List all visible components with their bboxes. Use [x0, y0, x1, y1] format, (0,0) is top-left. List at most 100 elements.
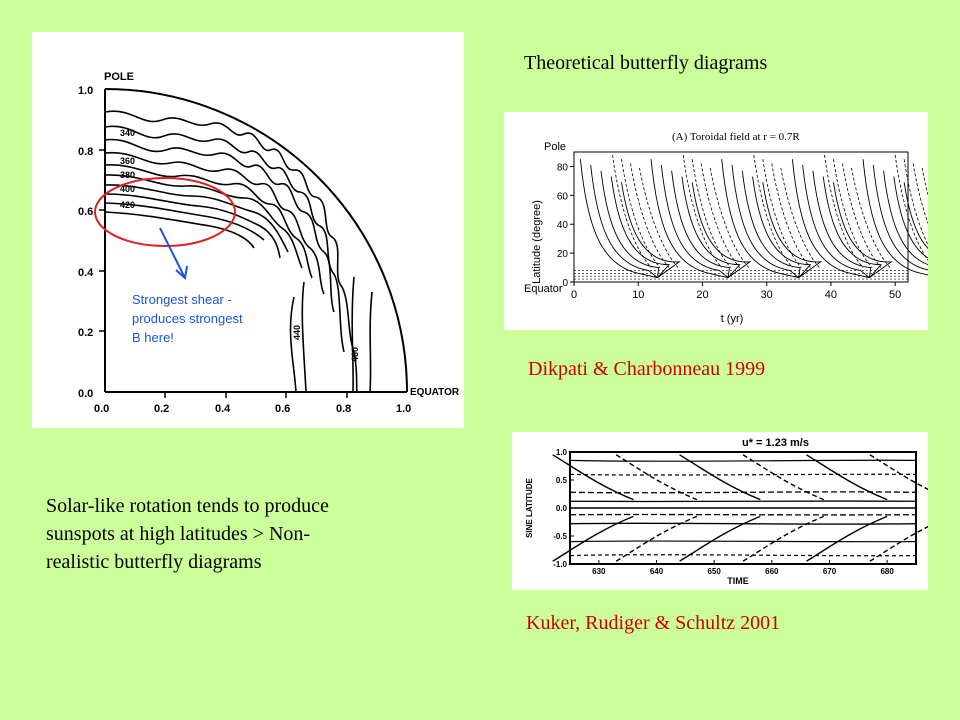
contour-solid [600, 170, 660, 278]
y-axis-label: Latitude (degree) [531, 200, 543, 284]
x-tick-label: 1.0 [396, 403, 411, 415]
contour-dashed [912, 163, 928, 225]
contour-label: 380 [120, 170, 135, 180]
y-ticks: 1.0 0.5 0.0 -0.5 -1.0 [553, 448, 574, 569]
y-tick-label: 80 [557, 162, 569, 173]
annotation-line: Strongest shear - [132, 292, 232, 307]
right-title: Theoretical butterfly diagrams [524, 52, 768, 74]
contour-line [869, 454, 928, 491]
y-tick-label: 0.5 [556, 476, 568, 485]
contour-line [569, 554, 917, 557]
y-axis-label: SINE LATITUDE [525, 477, 534, 538]
contour-solid [621, 182, 681, 279]
contour-line [569, 459, 917, 462]
contour-solid [862, 159, 928, 276]
y-tick-label: 0.2 [78, 327, 93, 339]
x-tick-label: 650 [707, 567, 721, 576]
contour-solid [671, 170, 730, 278]
contour-solid [883, 170, 928, 265]
y-tick-label: -0.5 [553, 532, 567, 541]
contour-dashed [682, 154, 723, 268]
contour-line [869, 525, 928, 562]
annotation-text: Strongest shear - produces strongest B h… [132, 292, 243, 345]
contour-label: 420 [120, 200, 135, 210]
x-tick-label: 0.2 [154, 403, 169, 415]
contour-line [806, 515, 888, 562]
y-tick-labels: 1.0 0.8 0.6 0.4 0.2 0.0 [78, 85, 94, 400]
x-tick-label: 0.6 [275, 403, 290, 415]
contour-label: 400 [120, 184, 135, 194]
caption-kuker: Kuker, Rudiger & Schultz 2001 [526, 612, 781, 634]
equator-label: EQUATOR [410, 387, 460, 398]
contour-field [552, 454, 928, 562]
contour-line [569, 522, 917, 525]
x-tick-labels: 0.0 0.2 0.4 0.6 0.8 1.0 [94, 403, 411, 415]
contour-dashed [621, 159, 661, 268]
body-text: Solar-like rotation tends to produce sun… [46, 492, 329, 576]
x-tick-label: 0.0 [94, 403, 109, 415]
pole-label: Pole [544, 141, 566, 153]
contour-line [569, 491, 917, 494]
chart-title: (A) Toroidal field at r = 0.7R [672, 131, 800, 143]
y-tick-label: 40 [557, 220, 569, 231]
contour-dashed [709, 167, 750, 268]
contour-solid [833, 182, 893, 279]
contour-solid [822, 176, 883, 278]
contour-dashed [921, 167, 928, 196]
contour-dashed [851, 167, 891, 268]
x-tick-label: 670 [823, 567, 837, 576]
y-tick-label: 60 [557, 191, 569, 202]
contour-labels: 340 360 380 400 420 440 460 [120, 128, 360, 362]
x-tick-label: 20 [696, 289, 708, 301]
contour-solid [741, 170, 801, 278]
contour-field [574, 154, 928, 280]
contour-solid [610, 176, 671, 278]
x-axis-label: t (yr) [721, 313, 744, 325]
y-tick-label: 0.8 [78, 146, 93, 158]
x-tick-label: 0.4 [215, 403, 231, 415]
dikpati-svg: (A) Toroidal field at r = 0.7R Pole Equa… [524, 131, 928, 325]
y-tick-label: 1.0 [556, 448, 568, 457]
body-line: Solar-like rotation tends to produce [46, 495, 329, 517]
contour-line [552, 515, 634, 562]
y-tick-label: 0.0 [556, 504, 568, 513]
x-tick-label: 30 [761, 289, 773, 301]
contour-line [679, 454, 761, 501]
chart-title: u* = 1.23 m/s [742, 437, 809, 449]
contour-line [552, 454, 634, 501]
contour-solid [691, 182, 752, 279]
x-axis-label: TIME [727, 576, 749, 586]
contour-solid [731, 164, 800, 279]
contour-dashed [700, 163, 741, 268]
contour-solid [802, 164, 870, 279]
contour-dashed [630, 163, 670, 268]
y-tick-label: 0.6 [78, 206, 93, 218]
pole-label: POLE [104, 71, 134, 83]
caption-dikpati: Dikpati & Charbonneau 1999 [528, 358, 766, 380]
y-tick-label: 20 [557, 249, 569, 260]
contour-solid [681, 176, 741, 278]
contour-dashed [771, 163, 811, 268]
contour-line [569, 540, 917, 543]
y-tick-label: 0.0 [78, 388, 93, 400]
contour-line [806, 454, 888, 501]
rotation-figure: 1.0 0.8 0.6 0.4 0.2 0.0 0.0 0.2 0.4 0.6 … [32, 32, 464, 428]
x-tick-label: 10 [632, 289, 644, 301]
annotation-arrow [159, 227, 188, 280]
axis-ticks [99, 149, 348, 398]
contour-line [742, 454, 824, 501]
x-tick-label: 0 [571, 289, 577, 301]
y-tick-label: -1.0 [553, 560, 567, 569]
y-tick-label: 1.0 [78, 85, 93, 97]
contour-dashed [894, 154, 928, 261]
body-line: realistic butterfly diagrams [46, 551, 262, 573]
contour-solid [812, 170, 872, 278]
y-tick-label: 0 [562, 278, 568, 289]
contour-solid [721, 159, 799, 279]
plot-frame [573, 151, 909, 283]
contour-dashed [753, 154, 793, 268]
contour-dashed [639, 167, 679, 268]
contour-dashed [824, 154, 864, 268]
